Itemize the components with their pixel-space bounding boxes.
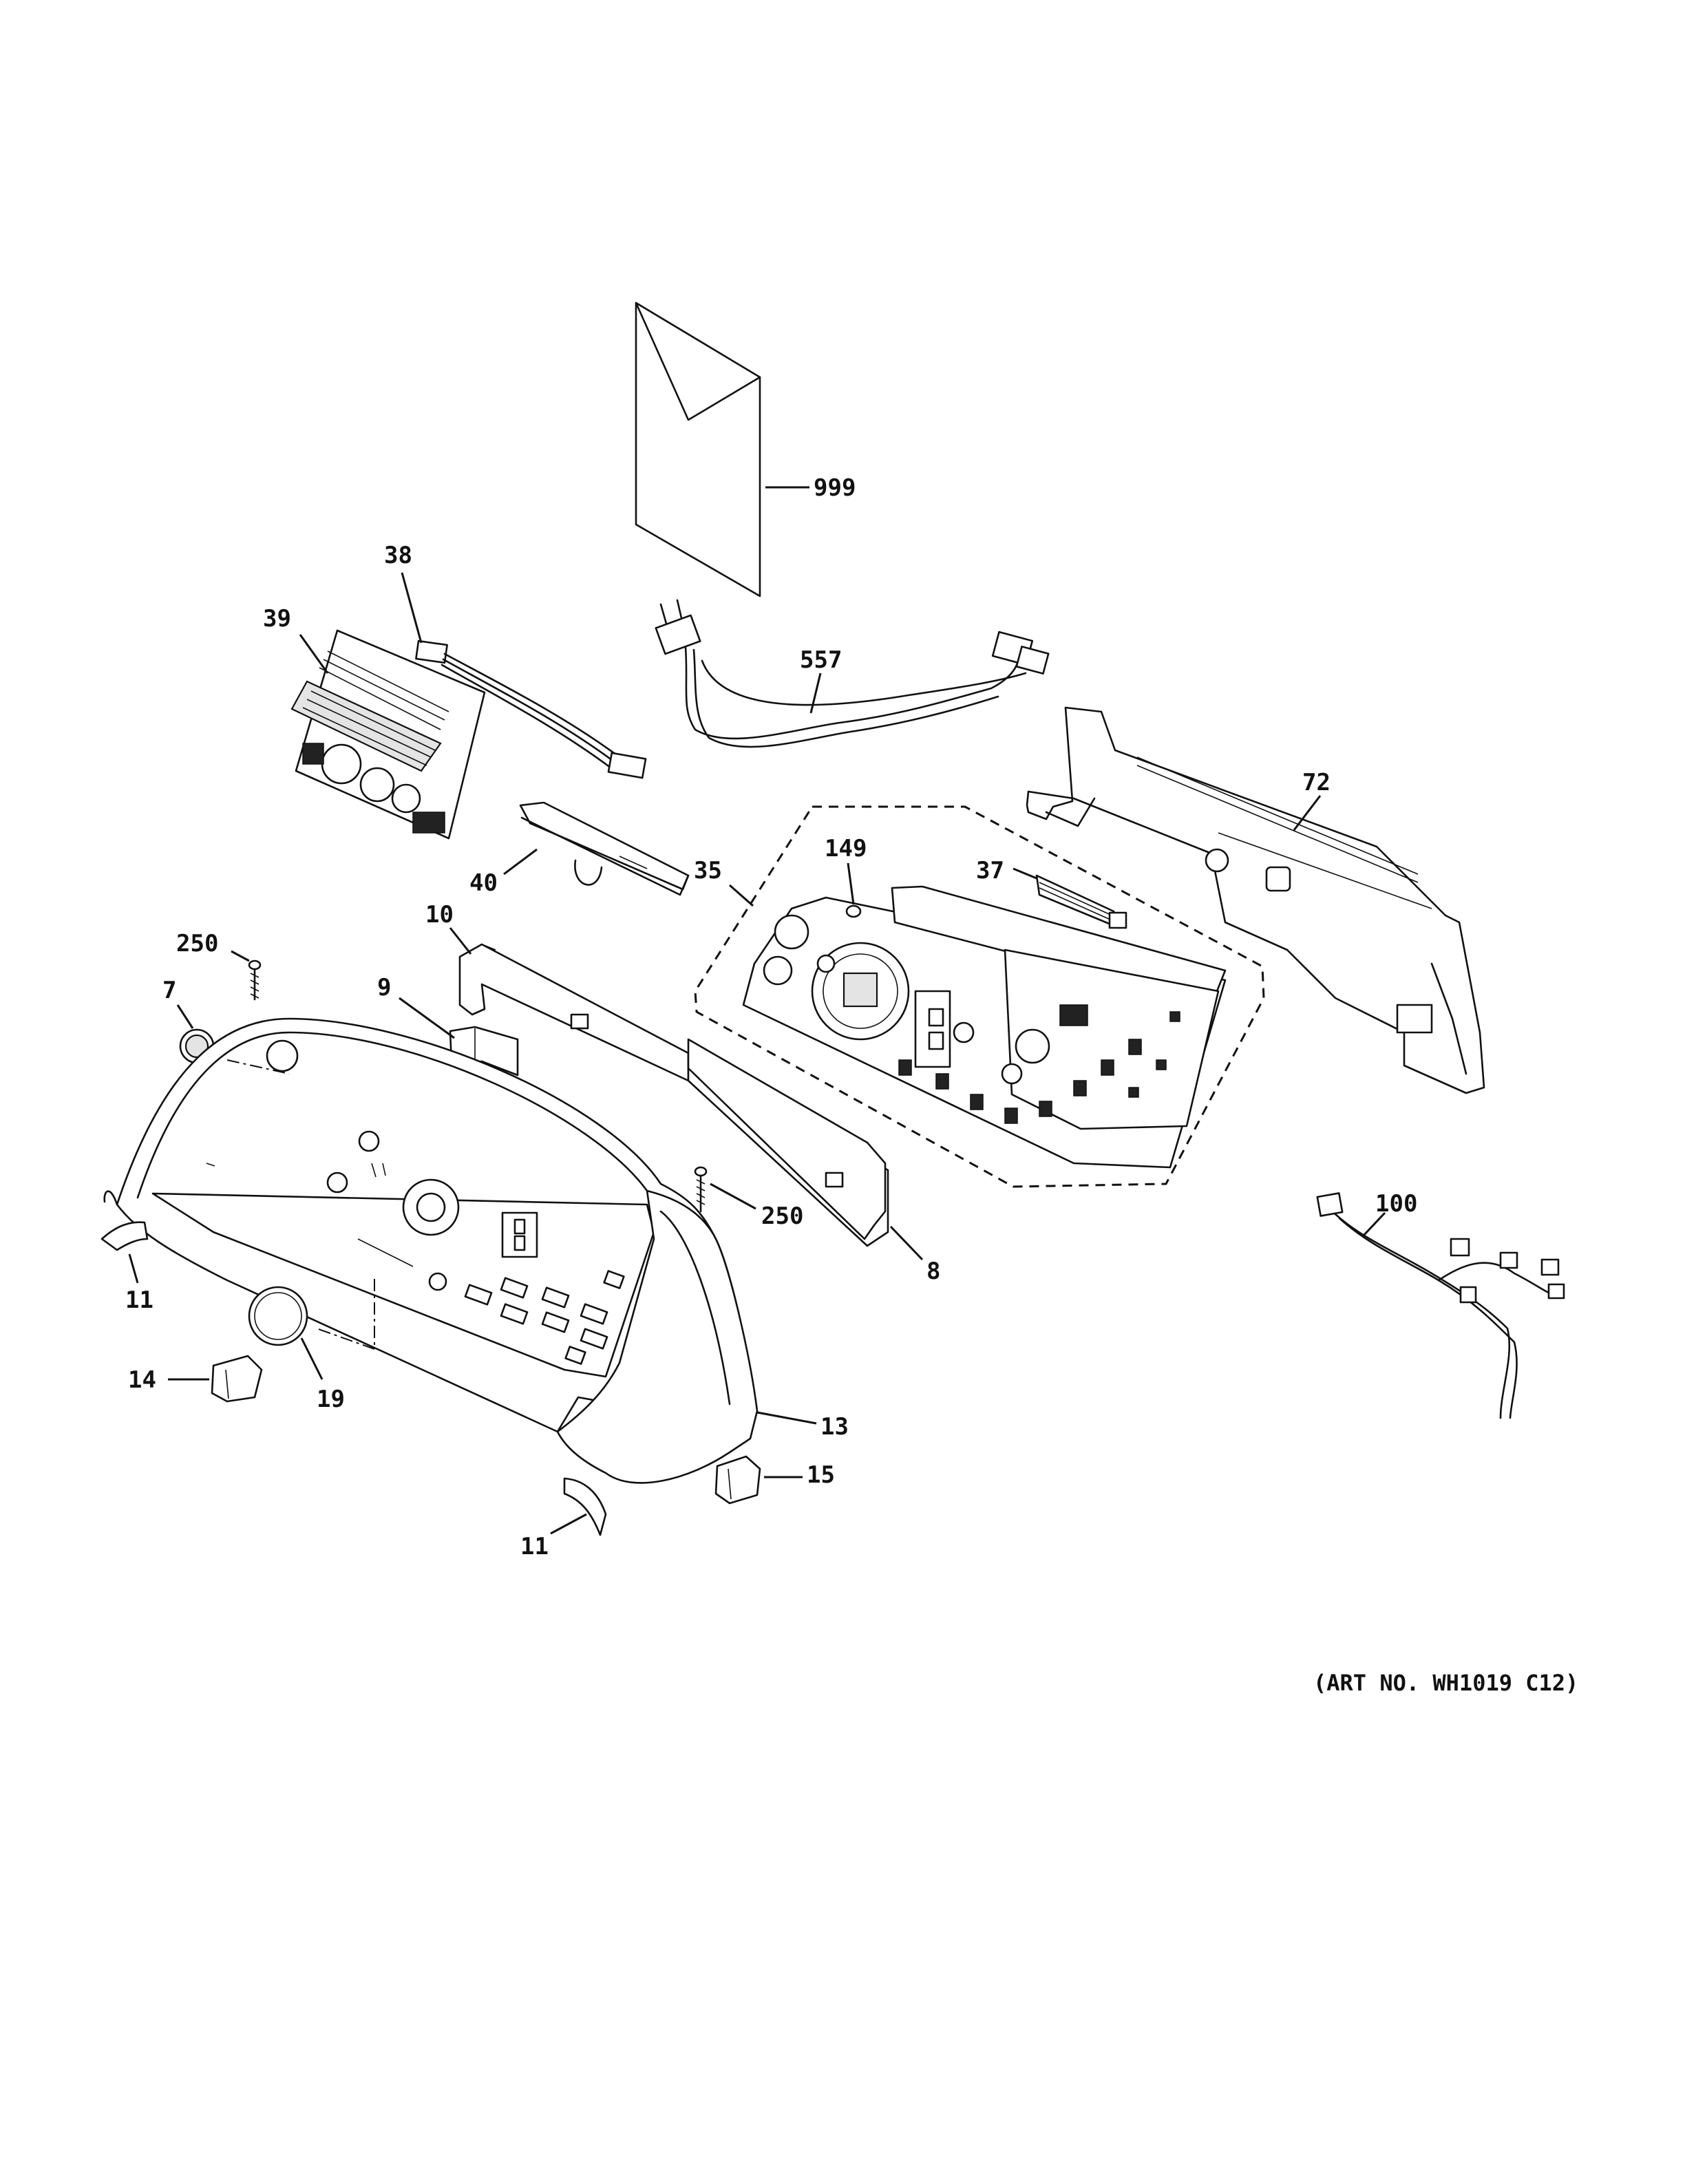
callout-250a: 250 xyxy=(176,930,218,957)
wire-harness-connector xyxy=(415,639,647,779)
leader-11a xyxy=(128,1253,139,1284)
callout-250b: 250 xyxy=(761,1202,803,1230)
callout-19: 19 xyxy=(317,1386,345,1413)
callout-15: 15 xyxy=(807,1461,835,1489)
callout-11b: 11 xyxy=(520,1533,549,1560)
callout-39: 39 xyxy=(263,605,291,633)
callout-7: 7 xyxy=(162,977,176,1004)
leader-250a xyxy=(231,950,250,962)
callout-37: 37 xyxy=(976,857,1004,884)
inverter-board xyxy=(290,629,486,840)
leader-19 xyxy=(300,1337,324,1380)
leader-38 xyxy=(401,572,423,644)
leader-557 xyxy=(809,672,822,714)
leader-7 xyxy=(176,1004,194,1029)
callout-999: 999 xyxy=(814,474,856,502)
callout-8: 8 xyxy=(926,1258,940,1285)
backsplash-panel xyxy=(687,1038,887,1240)
leader-8 xyxy=(889,1225,924,1261)
callout-149: 149 xyxy=(825,835,867,862)
callout-10: 10 xyxy=(425,901,454,929)
leader-40 xyxy=(503,848,538,876)
control-board-assembly xyxy=(742,885,1227,1169)
leader-72 xyxy=(1293,795,1322,831)
centerline-badge xyxy=(226,1059,290,1074)
callout-13: 13 xyxy=(820,1413,849,1441)
callout-14: 14 xyxy=(128,1366,156,1394)
leader-100 xyxy=(1361,1211,1386,1238)
callout-11a: 11 xyxy=(125,1286,153,1314)
end-cap-left xyxy=(211,1355,263,1403)
leader-9 xyxy=(399,997,455,1039)
end-cap xyxy=(100,1221,149,1251)
callout-38: 38 xyxy=(384,542,412,569)
ribbon-cable xyxy=(1035,874,1127,929)
leader-37 xyxy=(1013,867,1037,880)
end-cap-right xyxy=(714,1455,761,1505)
leader-149 xyxy=(847,862,855,905)
knob xyxy=(248,1286,308,1346)
screw-middle xyxy=(694,1166,708,1213)
callout-557: 557 xyxy=(800,646,842,674)
art-number: (ART NO. WH1019 C12) xyxy=(1313,1670,1578,1696)
literature-envelope xyxy=(635,301,761,597)
control-board-group-outline xyxy=(694,805,1265,1188)
callout-72: 72 xyxy=(1302,769,1331,796)
callout-100: 100 xyxy=(1375,1190,1417,1218)
wire-harness xyxy=(1316,1192,1565,1419)
light-pipe-bracket xyxy=(519,801,690,896)
callout-35: 35 xyxy=(694,857,722,884)
led xyxy=(845,904,862,918)
control-bracket xyxy=(1026,706,1485,1094)
callout-9: 9 xyxy=(377,974,391,1001)
leader-35 xyxy=(729,884,754,907)
callout-40: 40 xyxy=(469,869,498,897)
leader-250b xyxy=(710,1183,756,1210)
leader-11b xyxy=(550,1513,587,1535)
screw xyxy=(248,960,262,1001)
end-cap-lower xyxy=(563,1477,607,1536)
power-cord-harness xyxy=(655,599,1050,748)
leader-10 xyxy=(449,927,472,955)
control-panel xyxy=(103,1017,759,1484)
leader-13 xyxy=(756,1411,817,1425)
centerline-knob xyxy=(316,1279,375,1350)
leader-39 xyxy=(299,634,329,674)
